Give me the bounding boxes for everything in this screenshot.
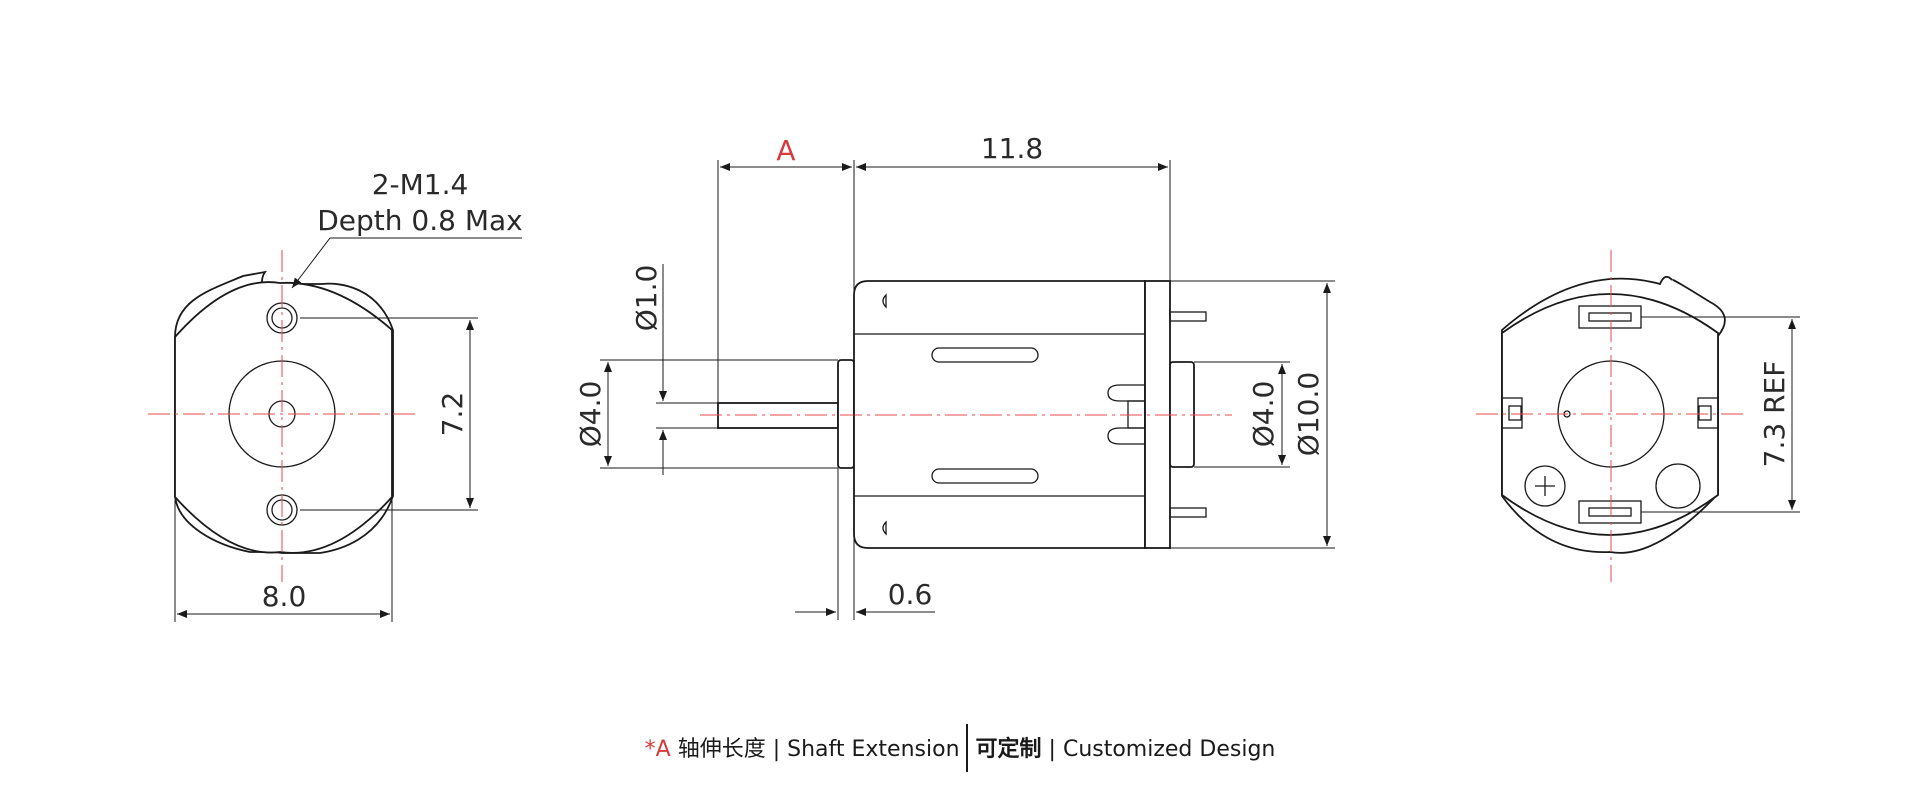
can-slot-top — [931, 347, 1039, 363]
brush-holder — [1107, 384, 1145, 445]
can-slot-bottom — [931, 468, 1039, 484]
positive-terminal-circle — [1524, 465, 1566, 507]
rear-view: 7.3 REF — [1476, 250, 1800, 582]
legend-caption: *A 轴伸长度 | Shaft Extension 可定制 | Customize… — [0, 724, 1920, 774]
front-view-shape — [174, 281, 393, 554]
legend-en-shaft: Shaft Extension — [787, 737, 960, 762]
front-boss-diameter-label: Ø4.0 — [574, 381, 607, 448]
legend-cn-shaft: 轴伸长度 — [677, 737, 766, 762]
front-boss — [837, 359, 855, 469]
body-diameter-label: Ø10.0 — [1292, 372, 1325, 456]
legend-en-custom: Customized Design — [1062, 737, 1276, 762]
front-view: 2-M1.4 Depth 0.8 Max 7.2 8.0 — [148, 168, 523, 622]
front-width-label: 8.0 — [262, 580, 307, 613]
hole-spacing-label: 7.2 — [436, 392, 469, 437]
shaft-extension-label: A — [776, 134, 795, 167]
side-view: A 11.8 Ø1.0 Ø4.0 Ø4.0 Ø10.0 0.6 — [574, 132, 1335, 620]
legend-divider-2: | — [1048, 737, 1056, 762]
legend-marker: *A — [644, 737, 671, 762]
legend-separator — [965, 724, 968, 772]
rear-boss-diameter-label: Ø4.0 — [1247, 381, 1280, 448]
body-length-label: 11.8 — [981, 132, 1043, 165]
rear-hole-circle — [1655, 463, 1701, 509]
terminal-bottom — [1169, 507, 1207, 518]
terminal-spacing-label: 7.3 REF — [1758, 361, 1791, 468]
boss-thickness-label: 0.6 — [888, 578, 933, 611]
thread-leader — [291, 237, 522, 289]
terminal-top — [1169, 311, 1207, 322]
legend-divider-1: | — [772, 737, 781, 762]
shaft-diameter-label: Ø1.0 — [630, 265, 663, 332]
thread-callout-line2: Depth 0.8 Max — [317, 204, 523, 237]
thread-callout-line1: 2-M1.4 — [372, 168, 469, 201]
legend-cn-custom: 可定制 — [975, 737, 1042, 762]
